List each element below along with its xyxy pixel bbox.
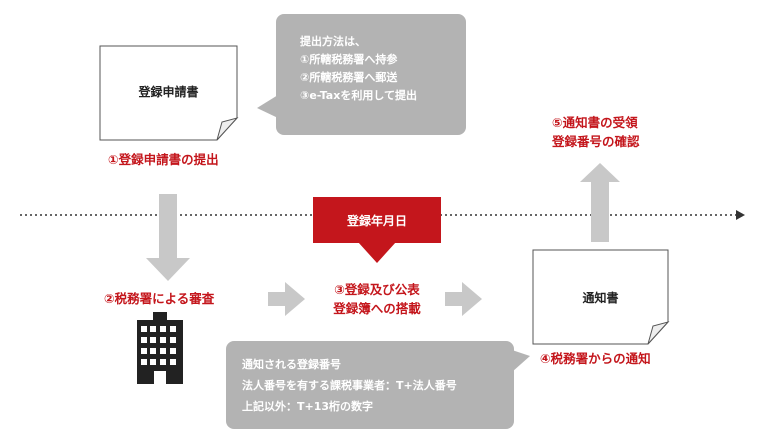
callout-top-line: ①所轄税務署へ持参 xyxy=(300,53,398,66)
right-arrow-2 xyxy=(445,282,482,316)
callout-top-line: 提出方法は、 xyxy=(300,35,366,48)
step-2-label: ②税務署による審査 xyxy=(104,291,215,306)
building-icon xyxy=(137,312,183,384)
step-1-label: ①登録申請書の提出 xyxy=(108,152,219,167)
down-arrow xyxy=(146,194,190,281)
date-marker-box xyxy=(313,197,441,243)
callout-top-line: ③e-Taxを利用して提出 xyxy=(300,89,417,102)
callout-top-bubble xyxy=(276,14,466,135)
step-3-line-2: 登録簿への搭載 xyxy=(333,301,421,316)
document-curl-2 xyxy=(647,321,670,345)
callout-top-line: ②所轄税務署へ郵送 xyxy=(300,71,398,84)
up-arrow xyxy=(580,163,620,242)
callout-bottom-text: 通知される登録番号 法人番号を有する課税事業者：T+法人番号 上記以外：T+13… xyxy=(242,354,457,417)
callout-top-text: 提出方法は、 ①所轄税務署へ持参 ②所轄税務署へ郵送 ③e-Taxを利用して提出 xyxy=(300,33,417,105)
step-5-line-2: 登録番号の確認 xyxy=(552,134,640,149)
step-4-label: ④税務署からの通知 xyxy=(540,351,651,366)
callout-bottom-bubble xyxy=(226,341,514,429)
callout-bottom-line: 上記以外：T+13桁の数字 xyxy=(242,400,374,413)
document-1-label: 登録申請書 xyxy=(138,85,199,99)
date-marker-label: 登録年月日 xyxy=(346,214,407,228)
step-3-line-1: ③登録及び公表 xyxy=(334,282,420,297)
document-curl-1 xyxy=(216,117,239,141)
right-arrow-1 xyxy=(268,282,305,316)
callout-bottom-line: 通知される登録番号 xyxy=(242,358,341,371)
step-5-line-1: ⑤通知書の受領 xyxy=(552,115,638,130)
callout-top-pointer xyxy=(257,95,278,118)
callout-bottom-pointer xyxy=(512,350,530,372)
step-3-label: ③登録及び公表 登録簿への搭載 xyxy=(322,280,432,318)
timeline-arrowhead xyxy=(736,210,745,220)
callout-bottom-line: 法人番号を有する課税事業者：T+法人番号 xyxy=(242,379,457,392)
step-5-label: ⑤通知書の受領 登録番号の確認 xyxy=(552,113,640,151)
date-marker-arrow xyxy=(358,242,396,263)
document-2-label: 通知書 xyxy=(582,291,619,305)
